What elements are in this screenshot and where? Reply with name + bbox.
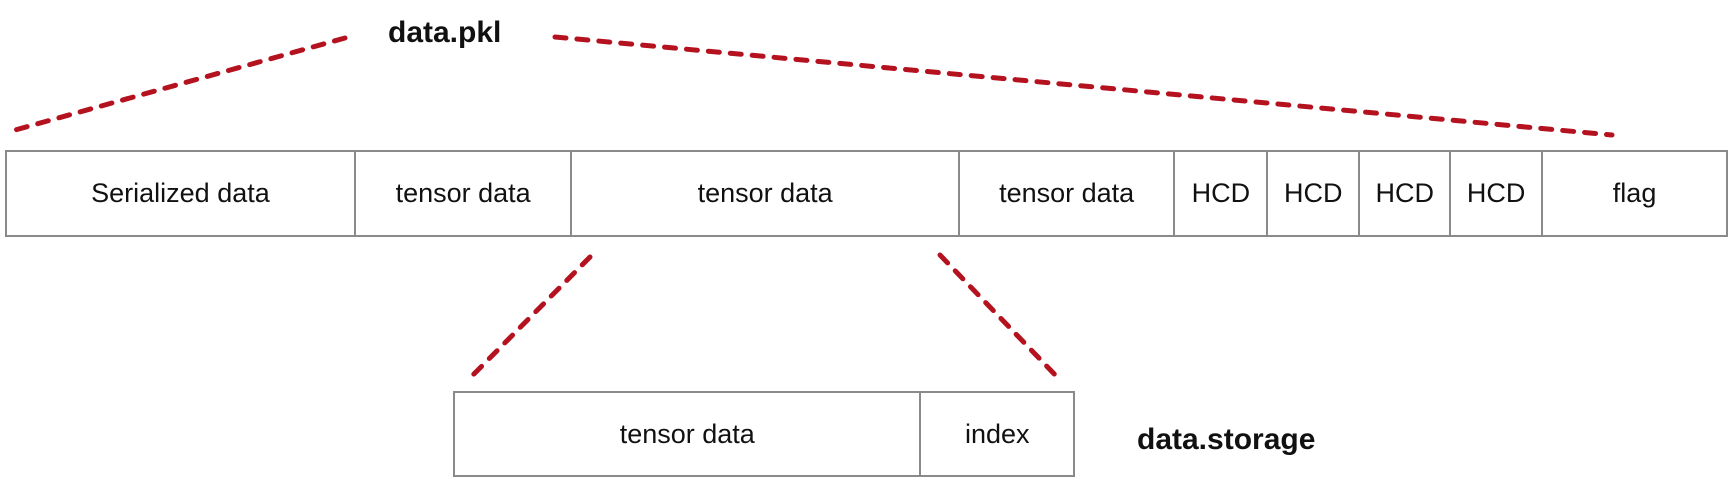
segment-hcd-2: HCD bbox=[1268, 152, 1361, 235]
storage-file-bar: tensor data index bbox=[453, 391, 1075, 477]
storage-segment-index: index bbox=[964, 418, 1030, 449]
segment-serialized-data: Serialized data bbox=[7, 152, 356, 235]
storage-connector-left-line bbox=[467, 254, 593, 381]
segment-tensor-data-1: tensor data bbox=[356, 152, 573, 235]
storage-segment-tensor-data: tensor data bbox=[455, 393, 922, 475]
pkl-file-bar: Serialized data tensor data tensor data … bbox=[5, 150, 1728, 237]
segment-flag: flag bbox=[1612, 178, 1657, 208]
pkl-connector-left-line bbox=[5, 35, 348, 135]
segment-hcd-1: HCD bbox=[1175, 152, 1269, 235]
segment-hcd-4: HCD bbox=[1451, 152, 1544, 235]
storage-connector-right-line bbox=[937, 252, 1063, 383]
segment-hcd-3: HCD bbox=[1360, 152, 1452, 235]
data-storage-label: data.storage bbox=[1137, 423, 1316, 456]
data-pkl-label: data.pkl bbox=[388, 16, 502, 49]
segment-tensor-data-3: tensor data bbox=[960, 152, 1176, 235]
segment-tensor-data-2: tensor data bbox=[572, 152, 960, 235]
pkl-connector-right-line bbox=[552, 34, 1615, 138]
